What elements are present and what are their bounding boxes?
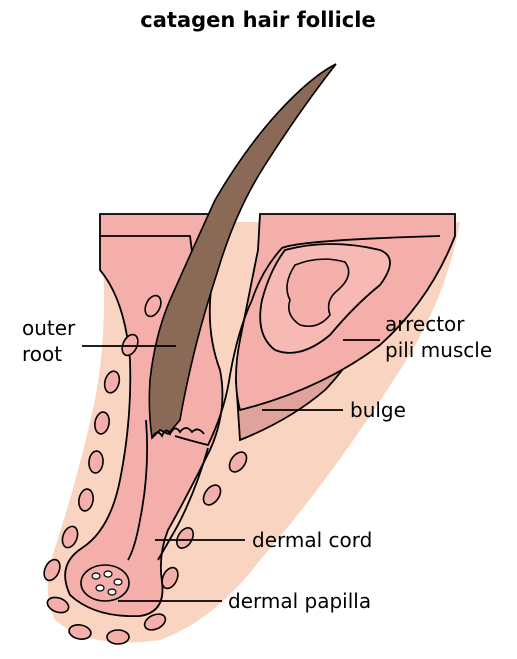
label-outer-root-line1: outer	[22, 316, 76, 340]
papilla-cell	[108, 589, 116, 595]
label-dermal-papilla: dermal papilla	[228, 589, 371, 613]
papilla-cell	[96, 585, 104, 591]
diagram-title: catagen hair follicle	[140, 8, 375, 32]
papilla-cell	[92, 573, 100, 579]
label-outer-root-line2: root	[22, 342, 62, 366]
label-arrector-line1: arrector	[385, 312, 465, 336]
label-arrector-line2: pili muscle	[385, 338, 492, 362]
papilla-cell	[104, 571, 112, 577]
dermal-cell	[107, 630, 129, 644]
label-dermal-cord: dermal cord	[252, 528, 372, 552]
papilla-cell	[114, 579, 122, 585]
label-bulge: bulge	[350, 398, 406, 422]
